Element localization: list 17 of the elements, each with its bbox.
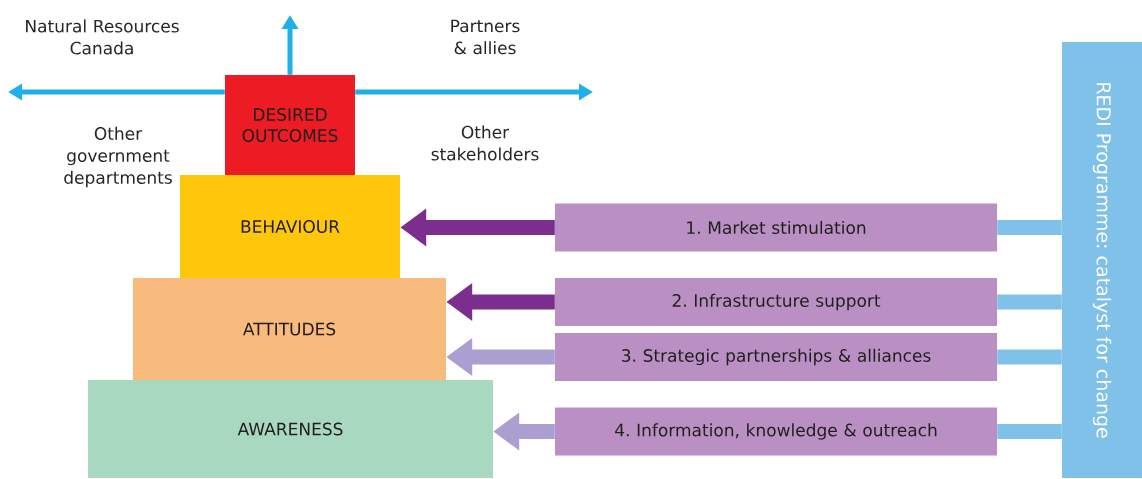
- activity-box: 4. Information, knowledge & outreach: [555, 407, 997, 456]
- outcome-box: DESIRED OUTCOMES: [225, 75, 355, 175]
- activity-box: 1. Market stimulation: [555, 203, 997, 252]
- stakeholder-label: Other government departments: [64, 126, 172, 188]
- stakeholder-label: Other stakeholders: [431, 125, 539, 161]
- pyramid-tier: AWARENESS: [88, 380, 493, 478]
- stakeholder-label: Partners & allies: [451, 19, 520, 55]
- pyramid-tier: BEHAVIOUR: [180, 175, 400, 278]
- pyramid-tier: ATTITUDES: [133, 278, 446, 380]
- activity-box: 3. Strategic partnerships & alliances: [555, 333, 997, 381]
- connector-line: [997, 349, 1062, 365]
- stakeholder-label: Natural Resources Canada: [26, 19, 179, 55]
- connector-line: [997, 294, 1062, 310]
- activity-box: 2. Infrastructure support: [555, 278, 997, 326]
- connector-line: [997, 424, 1062, 439]
- connector-line: [997, 220, 1062, 235]
- programme-bar: REDI Programme: catalyst for change: [1062, 42, 1142, 478]
